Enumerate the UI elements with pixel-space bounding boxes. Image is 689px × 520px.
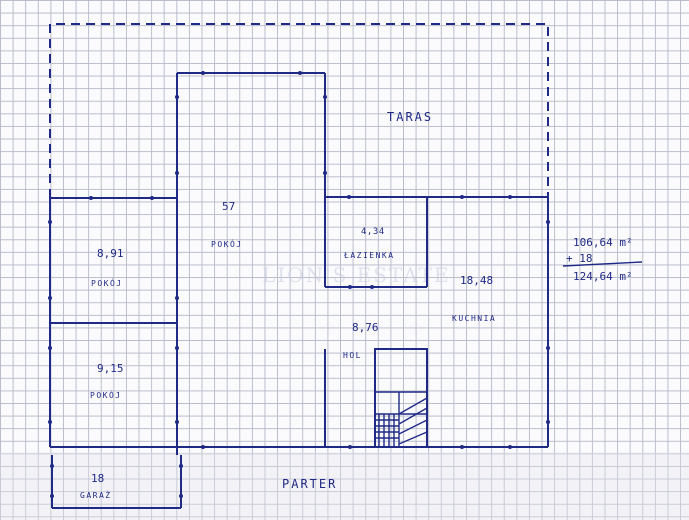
room-area-lazienka: 4,34 xyxy=(361,227,385,237)
room-name-lazienka: ŁAZIENKA xyxy=(343,251,395,260)
room-name-pokoj-large: POKÓJ xyxy=(211,238,243,249)
sum-underline xyxy=(562,261,643,267)
room-area-pokoj-lower-left: 9,15 xyxy=(97,362,124,375)
room-name-kuchnia: KUCHNIA xyxy=(452,314,496,323)
terrace-label: TARAS xyxy=(387,110,433,124)
room-area-hol: 8,76 xyxy=(352,321,379,334)
room-name-garaz: GARAŻ xyxy=(80,490,112,500)
interior-walls xyxy=(50,197,428,447)
room-area-garaz: 18 xyxy=(91,472,104,485)
room-area-kuchnia: 18,48 xyxy=(460,274,493,287)
garage-outline xyxy=(51,455,182,509)
room-area-pokoj-upper-left: 8,91 xyxy=(97,247,124,260)
room-area-pokoj-large: 57 xyxy=(222,200,235,213)
sum-line-2: + 18 xyxy=(566,252,593,265)
staircase xyxy=(374,348,428,448)
room-name-pokoj-lower-left: POKÓJ xyxy=(90,389,122,400)
room-name-hol: HOL xyxy=(343,351,362,360)
floor-label: PARTER xyxy=(282,477,337,491)
sum-total: 124,64 m² xyxy=(573,270,633,283)
wall-tick-marks xyxy=(48,71,550,498)
room-name-pokoj-upper-left: POKÓJ xyxy=(91,277,123,288)
terrace-outline xyxy=(49,23,549,198)
watermark-text: LION'S ESTATE xyxy=(262,263,450,287)
sum-line-1: 106,64 m² xyxy=(573,236,633,249)
